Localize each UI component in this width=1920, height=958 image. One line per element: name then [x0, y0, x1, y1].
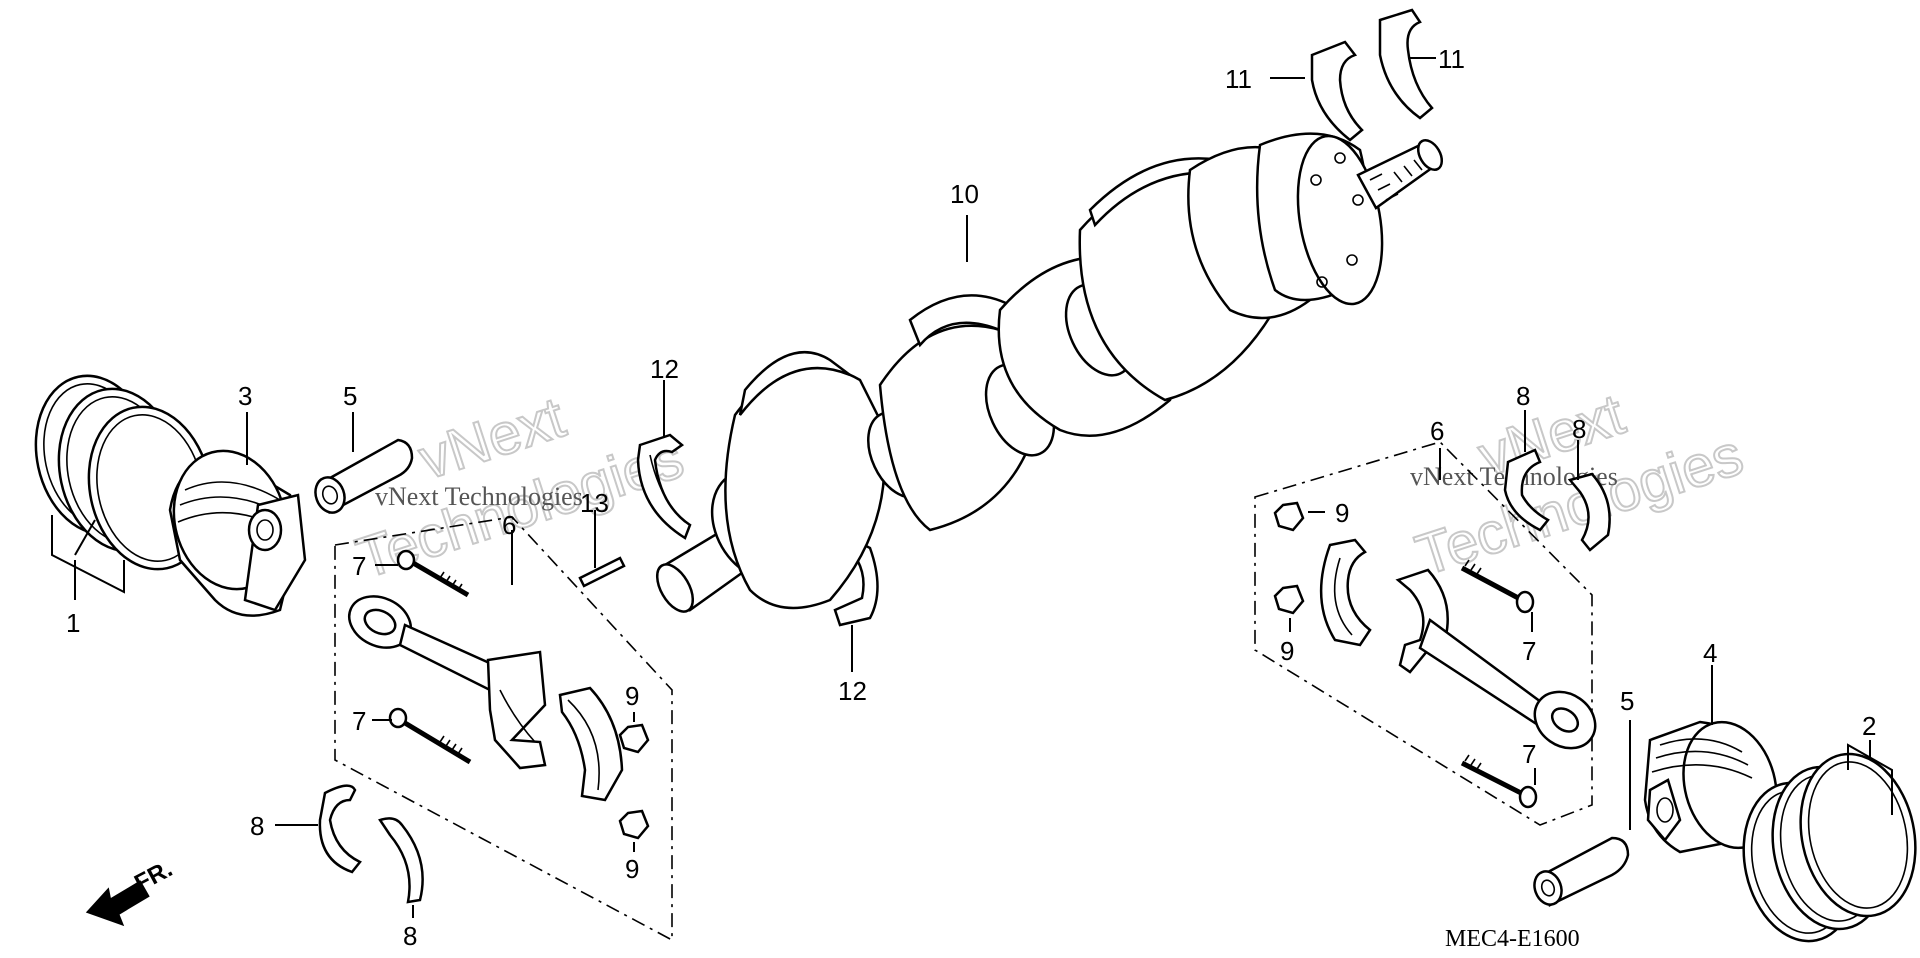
- callout-5b: 5: [1620, 686, 1634, 716]
- callout-8c: 8: [1516, 381, 1530, 411]
- callout-6b: 6: [1430, 416, 1444, 446]
- thrust-washer-left: [1310, 40, 1364, 142]
- conrod-nut-upper-left: [618, 723, 650, 754]
- callout-12a: 12: [650, 354, 679, 384]
- dowel-pin: [578, 556, 626, 588]
- diagram-code: MEC4-E1600: [1445, 926, 1580, 952]
- piston-left: [168, 449, 307, 617]
- connecting-rod-left: [348, 595, 547, 770]
- callout-7c: 7: [1522, 636, 1536, 666]
- watermark-small-left: vNext Technologies: [375, 482, 583, 511]
- callout-13: 13: [580, 488, 609, 518]
- callout-7a: 7: [352, 551, 366, 581]
- callout-8a: 8: [250, 811, 264, 841]
- conrod-bolt-lower-left: [388, 707, 472, 765]
- conrod-nut-lower-left: [618, 809, 650, 840]
- rod-bearing-upper-left: [318, 784, 362, 874]
- callout-7b: 7: [352, 706, 366, 736]
- callout-8b: 8: [403, 921, 417, 951]
- rod-bearing-upper-right: [1503, 448, 1550, 532]
- callout-5a: 5: [343, 381, 357, 411]
- callout-1: 1: [66, 608, 80, 638]
- callout-8d: 8: [1572, 414, 1586, 444]
- callout-10: 10: [950, 179, 979, 209]
- conrod-bolt-upper-left: [396, 549, 470, 598]
- rod-bearing-lower-right: [1567, 472, 1611, 552]
- callout-9b: 9: [625, 854, 639, 884]
- crankshaft: [655, 132, 1444, 613]
- front-direction-arrow: [85, 880, 150, 927]
- conrod-nut-lower-right: [1273, 584, 1305, 615]
- piston-pin-left: [314, 438, 414, 515]
- conrod-cap-right: [1319, 538, 1372, 647]
- callout-9a: 9: [625, 681, 639, 711]
- callout-4: 4: [1703, 638, 1717, 668]
- callout-9d: 9: [1280, 636, 1294, 666]
- callout-11a: 11: [1225, 64, 1252, 94]
- rod-bearing-lower-left: [378, 817, 424, 904]
- callout-11b: 11: [1438, 44, 1465, 74]
- piston-pin-right: [1533, 836, 1630, 907]
- callout-12b: 12: [838, 676, 867, 706]
- callout-7d: 7: [1522, 739, 1536, 769]
- callout-6a: 6: [502, 510, 516, 540]
- main-bearing-upper: [636, 433, 692, 540]
- conrod-nut-upper-right: [1273, 501, 1305, 532]
- conrod-bolt-lower-right: [1460, 754, 1538, 809]
- callout-2: 2: [1862, 711, 1876, 741]
- callout-9c: 9: [1335, 498, 1349, 528]
- callout-3: 3: [238, 381, 252, 411]
- conrod-bolt-upper-right: [1460, 559, 1535, 614]
- conrod-cap-left: [558, 686, 624, 802]
- piston-rings-right: [1742, 752, 1917, 943]
- thrust-washer-right: [1378, 8, 1434, 120]
- connecting-rod-right: [1395, 568, 1597, 750]
